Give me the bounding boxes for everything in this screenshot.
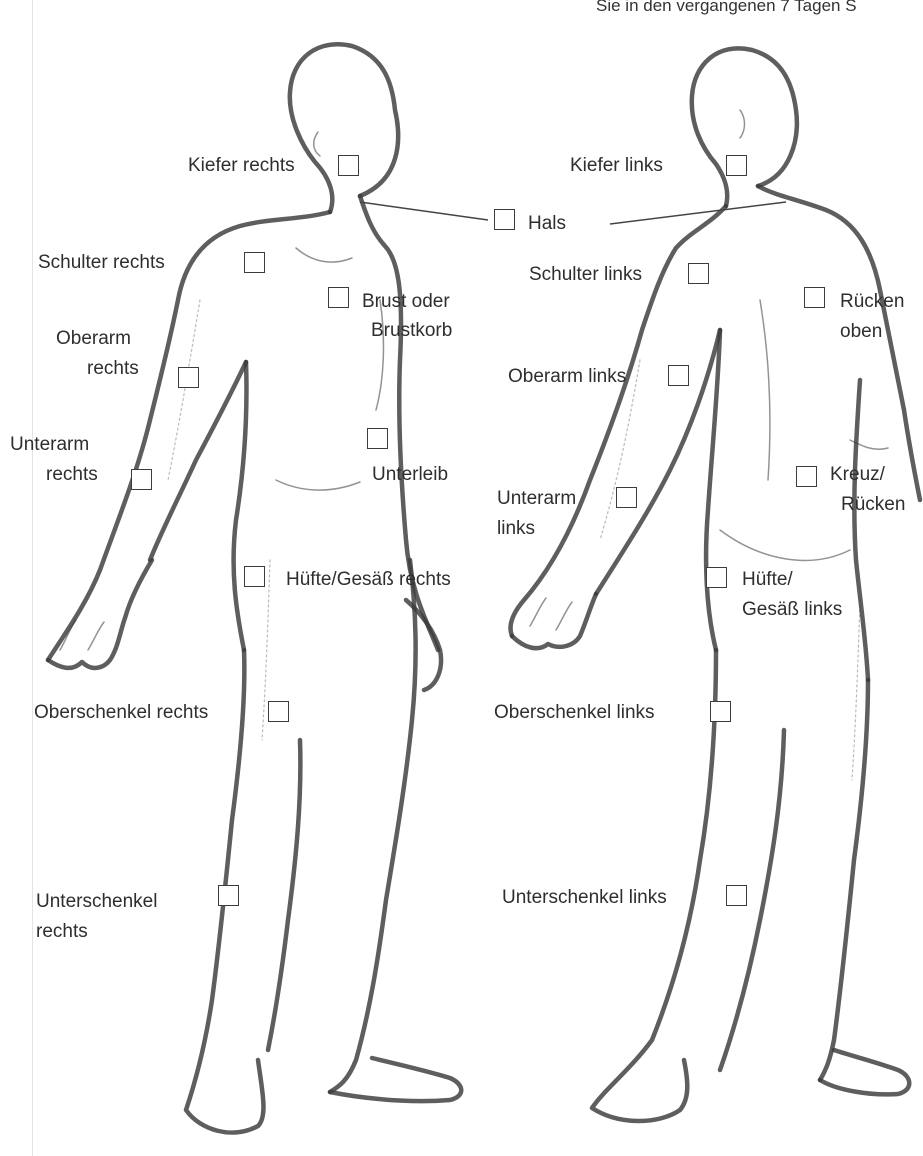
checkbox-oberschenkel-rechts[interactable] bbox=[268, 701, 289, 722]
label-schulter-rechts: Schulter rechts bbox=[38, 250, 165, 275]
checkbox-unterarm-links[interactable] bbox=[616, 487, 637, 508]
label-unterschenkel-links: Unterschenkel links bbox=[502, 885, 667, 910]
checkbox-oberschenkel-links[interactable] bbox=[710, 701, 731, 722]
checkbox-unterarm-rechts[interactable] bbox=[131, 469, 152, 490]
label-unterschenkel-rechts-line2: rechts bbox=[36, 919, 88, 944]
checkbox-unterschenkel-links[interactable] bbox=[726, 885, 747, 906]
label-huefte-rechts: Hüfte/Gesäß rechts bbox=[286, 567, 451, 592]
checkbox-oberarm-links[interactable] bbox=[668, 365, 689, 386]
checkbox-schulter-links[interactable] bbox=[688, 263, 709, 284]
hals-leader-line-front bbox=[360, 202, 488, 220]
checkbox-huefte-rechts[interactable] bbox=[244, 566, 265, 587]
checkbox-unterleib[interactable] bbox=[367, 428, 388, 449]
label-unterarm-rechts-line2: rechts bbox=[46, 462, 98, 487]
label-brust-line1: Brust oder bbox=[362, 289, 450, 314]
label-oberschenkel-rechts: Oberschenkel rechts bbox=[34, 700, 208, 725]
checkbox-kiefer-links[interactable] bbox=[726, 155, 747, 176]
label-oberarm-rechts-line1: Oberarm bbox=[56, 326, 131, 351]
label-ruecken-oben-line2: oben bbox=[840, 319, 882, 344]
label-huefte-links-line1: Hüfte/ bbox=[742, 567, 793, 592]
checkbox-brust[interactable] bbox=[328, 287, 349, 308]
label-kiefer-links: Kiefer links bbox=[570, 153, 663, 178]
label-unterschenkel-rechts-line1: Unterschenkel bbox=[36, 889, 157, 914]
checkbox-huefte-links[interactable] bbox=[706, 567, 727, 588]
checkbox-ruecken-oben[interactable] bbox=[804, 287, 825, 308]
label-ruecken-oben-line1: Rücken bbox=[840, 289, 904, 314]
label-oberschenkel-links: Oberschenkel links bbox=[494, 700, 655, 725]
label-oberarm-rechts-line2: rechts bbox=[87, 356, 139, 381]
checkbox-kiefer-rechts[interactable] bbox=[338, 155, 359, 176]
label-oberarm-links: Oberarm links bbox=[508, 364, 626, 389]
label-huefte-links-line2: Gesäß links bbox=[742, 597, 842, 622]
label-unterarm-links-line2: links bbox=[497, 516, 535, 541]
label-unterleib: Unterleib bbox=[372, 462, 448, 487]
label-kreuz-line1: Kreuz/ bbox=[830, 462, 885, 487]
checkbox-oberarm-rechts[interactable] bbox=[178, 367, 199, 388]
checkbox-hals[interactable] bbox=[494, 209, 515, 230]
checkbox-schulter-rechts[interactable] bbox=[244, 252, 265, 273]
label-hals: Hals bbox=[528, 211, 566, 236]
checkbox-unterschenkel-rechts[interactable] bbox=[218, 885, 239, 906]
hals-leader-line-back bbox=[610, 202, 786, 224]
label-unterarm-links-line1: Unterarm bbox=[497, 486, 576, 511]
label-kreuz-line2: Rücken bbox=[841, 492, 905, 517]
label-schulter-links: Schulter links bbox=[529, 262, 642, 287]
label-brust-line2: Brustkorb bbox=[371, 318, 452, 343]
label-unterarm-rechts-line1: Unterarm bbox=[10, 432, 89, 457]
checkbox-kreuz[interactable] bbox=[796, 466, 817, 487]
label-kiefer-rechts: Kiefer rechts bbox=[188, 153, 295, 178]
